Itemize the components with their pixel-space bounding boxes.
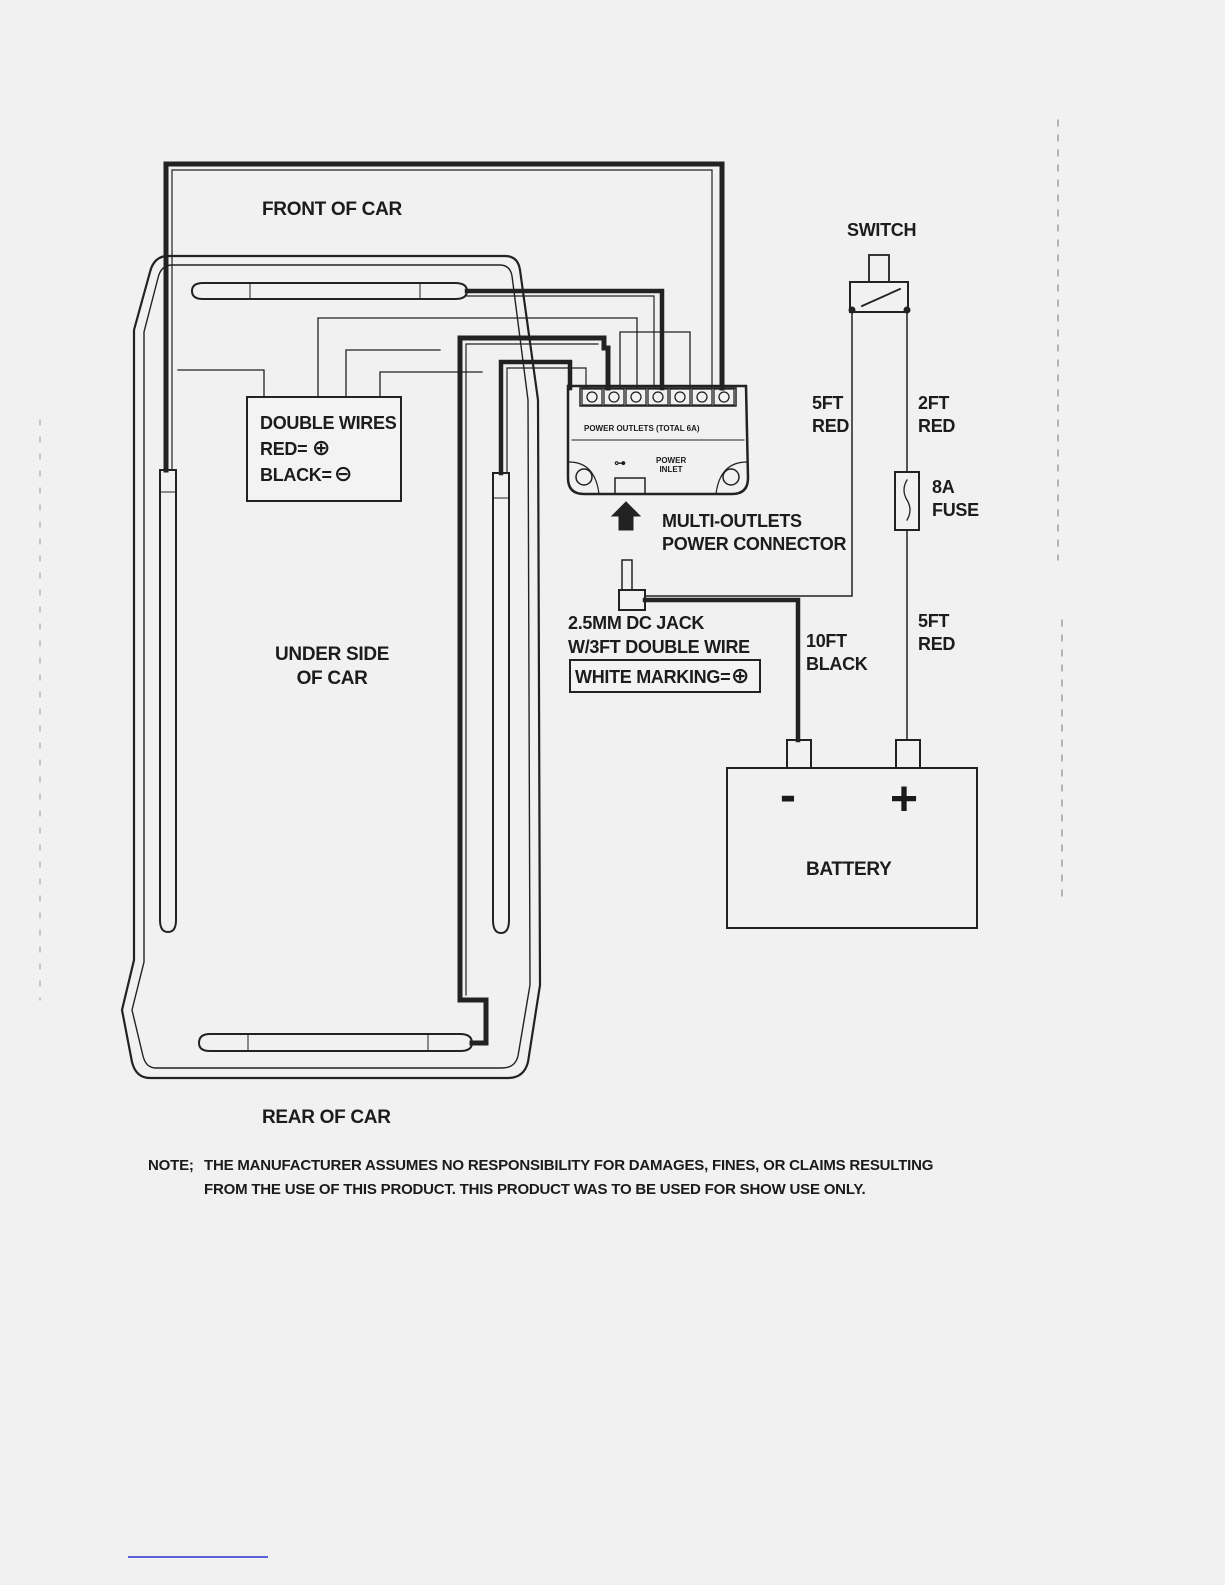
- rear-neon-tube: [197, 1033, 474, 1052]
- note-text: THE MANUFACTURER ASSUMES NO RESPONSIBILI…: [204, 1157, 934, 1198]
- front-tube-wire: [464, 288, 665, 391]
- power-inlet-text: POWER INLET: [656, 456, 687, 474]
- minus-circle-icon: ⊖: [334, 461, 353, 486]
- red-2ft-label: 2FT RED: [918, 393, 956, 436]
- double-wires-black-label: BLACK=: [260, 465, 332, 485]
- dc-jack-cable: [642, 597, 801, 743]
- double-wires-lead-mid: [317, 317, 638, 397]
- white-marking-label: WHITE MARKING=: [575, 667, 731, 687]
- outlet-ports: [581, 388, 735, 406]
- dc-jack-line1: 2.5MM DC JACK: [568, 613, 705, 633]
- rear-tube-wire-companion: [465, 343, 599, 996]
- connector-mount-right: [722, 468, 740, 486]
- battery-positive-sign: +: [890, 773, 919, 826]
- double-wires-title: DOUBLE WIRES: [260, 413, 397, 433]
- double-wires-lead-left: [177, 369, 265, 397]
- front-tube-wire-companion: [466, 295, 655, 389]
- connector-label: MULTI-OUTLETS POWER CONNECTOR: [662, 511, 847, 554]
- car-outline-inner: [131, 264, 531, 1069]
- right-tube-wire: [498, 359, 573, 476]
- right-tube-wire-companion: [506, 367, 587, 474]
- up-arrow-icon: [610, 501, 642, 531]
- double-wires-lead-mid2: [345, 349, 441, 397]
- underside-label: UNDER SIDE OF CAR: [275, 644, 390, 689]
- dc-jack-cable-red: [644, 309, 853, 597]
- red-5ft-bottom-label: 5FT RED: [918, 611, 956, 654]
- double-wires-lead-right: [379, 371, 483, 397]
- power-outlets-text: POWER OUTLETS (TOTAL 6A): [584, 424, 700, 433]
- right-neon-tube: [492, 472, 510, 935]
- plus-circle-icon: ⊕: [312, 435, 331, 460]
- battery-label: BATTERY: [806, 859, 892, 880]
- note-tag: NOTE;: [148, 1157, 194, 1174]
- white-marking-box: WHITE MARKING= ⊕: [569, 659, 761, 693]
- car-outline-outer: [120, 254, 542, 1080]
- double-wires-box: DOUBLE WIRES RED= ⊕ BLACK= ⊖: [246, 396, 402, 502]
- switch-button: [868, 254, 890, 283]
- front-neon-tube: [190, 282, 469, 300]
- plus-circle-icon: ⊕: [731, 663, 750, 688]
- battery-pos-terminal: [895, 739, 921, 769]
- connector-extra-lead: [619, 331, 691, 389]
- double-wires-red-label: RED=: [260, 439, 308, 459]
- power-inlet-port: [614, 477, 646, 495]
- battery-body: [726, 767, 978, 929]
- left-tube-wire: [163, 161, 725, 473]
- front-of-car-label: FRONT OF CAR: [262, 199, 402, 220]
- connector-body: [566, 384, 750, 496]
- rear-of-car-label: REAR OF CAR: [262, 1107, 391, 1128]
- battery-negative-sign: -: [780, 769, 796, 822]
- left-tube-wire-companion: [171, 169, 713, 471]
- fuse-label: 8A FUSE: [932, 477, 979, 520]
- black-10ft-label: 10FT BLACK: [806, 631, 868, 674]
- connector-mount-left: [575, 468, 593, 486]
- red-5ft-top-label: 5FT RED: [812, 393, 850, 436]
- underline-mark: [128, 1556, 268, 1559]
- left-neon-tube: [159, 469, 177, 934]
- switch-body: [849, 281, 909, 313]
- switch-label: SWITCH: [847, 220, 917, 240]
- dc-symbol-icon: ⊶: [614, 456, 626, 470]
- dc-jack-line2: W/3FT DOUBLE WIRE: [568, 637, 750, 657]
- rear-tube-wire: [457, 335, 611, 1046]
- battery-neg-terminal: [786, 739, 812, 769]
- dc-jack-plug: [618, 589, 646, 611]
